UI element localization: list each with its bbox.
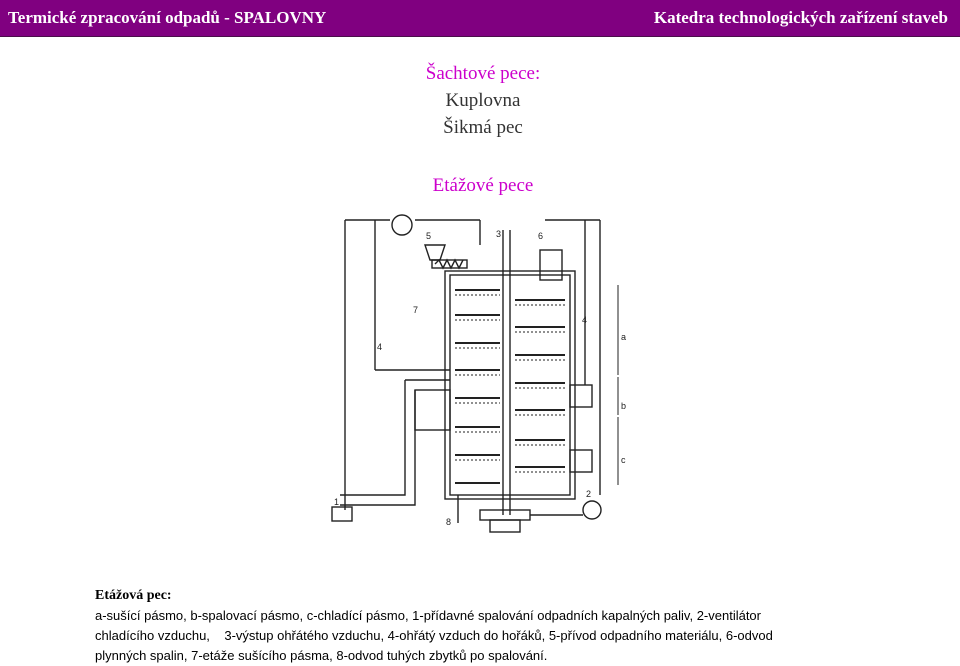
title-block: Šachtové pece: Kuplovna Šikmá pec bbox=[0, 60, 960, 141]
caption-block: Etážová pec: a-sušící pásmo, b-spalovací… bbox=[95, 586, 945, 666]
item-inclined-furnace: Šikmá pec bbox=[443, 117, 523, 138]
label-3: 3 bbox=[496, 229, 501, 239]
label-4-right: 4 bbox=[582, 315, 587, 325]
label-b: b bbox=[621, 401, 626, 411]
header-bar: Termické zpracování odpadů - SPALOVNY Ka… bbox=[0, 0, 960, 36]
label-2: 2 bbox=[586, 489, 591, 499]
label-7: 7 bbox=[413, 305, 418, 315]
heading-shaft-furnaces: Šachtové pece: bbox=[425, 63, 541, 84]
heading-multiple-hearth-furnaces: Etážové pece bbox=[432, 175, 534, 196]
multiple-hearth-furnace-diagram: 1 2 3 4 4 5 6 7 8 a b c bbox=[331, 214, 626, 533]
label-4-left: 4 bbox=[377, 342, 382, 352]
caption-line-2: chladícího vzduchu, 3-výstup ohřátého vz… bbox=[95, 628, 773, 643]
caption-heading: Etážová pec: bbox=[95, 588, 172, 603]
label-1: 1 bbox=[334, 497, 339, 507]
caption-line-1: a-sušící pásmo, b-spalovací pásmo, c-chl… bbox=[95, 608, 761, 623]
label-a: a bbox=[621, 332, 626, 342]
header-divider bbox=[0, 36, 960, 37]
label-8: 8 bbox=[446, 517, 451, 527]
label-6: 6 bbox=[538, 231, 543, 241]
item-cupola: Kuplovna bbox=[445, 90, 521, 111]
caption-line-3: plynných spalin, 7-etáže sušícího pásma,… bbox=[95, 648, 548, 663]
header-right-title: Katedra technologických zařízení staveb bbox=[653, 8, 948, 27]
label-c: c bbox=[621, 455, 626, 465]
label-5: 5 bbox=[426, 231, 431, 241]
header-left-title: Termické zpracování odpadů - SPALOVNY bbox=[8, 8, 327, 27]
